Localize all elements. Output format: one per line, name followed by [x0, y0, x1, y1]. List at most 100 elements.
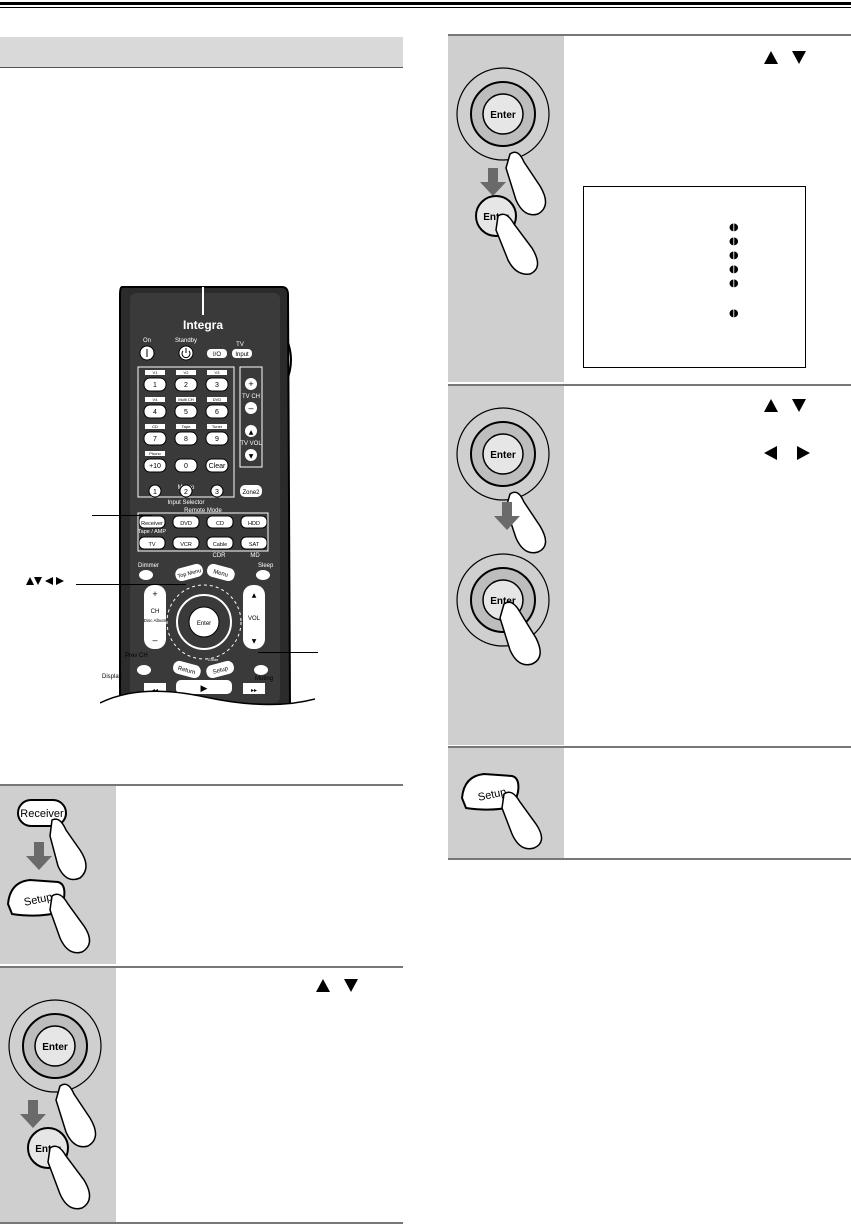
source-tag	[207, 397, 227, 402]
tv-ch-up-button[interactable]	[245, 378, 257, 390]
source-tag-label: V2	[184, 370, 190, 375]
macro-button-label: 2	[184, 489, 188, 496]
tv-io-button[interactable]	[207, 349, 227, 358]
hand-icon	[49, 893, 91, 954]
svg-text:▼: ▼	[249, 453, 254, 460]
svg-text:+: +	[152, 589, 157, 599]
play-button[interactable]	[176, 680, 232, 694]
keypad-button[interactable]	[205, 458, 229, 473]
input-selector-label: Input Selector	[167, 500, 204, 506]
macro-button[interactable]	[179, 484, 193, 498]
next-track-button[interactable]	[243, 683, 265, 694]
remote-mode-button-label: HDD	[248, 521, 260, 527]
tv-input-button[interactable]	[232, 349, 252, 358]
svg-text:▼: ▼	[252, 638, 257, 645]
remote-mode-button[interactable]	[206, 536, 234, 550]
svg-text:Setup: Setup	[23, 891, 54, 909]
keypad-button[interactable]	[205, 377, 229, 392]
dimmer-button[interactable]	[139, 570, 153, 580]
down-arrow-icon	[791, 51, 806, 64]
zone2-button[interactable]	[240, 485, 262, 497]
svg-text:Zone2: Zone2	[242, 490, 260, 496]
remote-mode-button[interactable]	[240, 536, 268, 550]
vol-rocker[interactable]	[243, 585, 265, 649]
up-arrow-icon	[764, 399, 778, 412]
keypad-button[interactable]	[174, 431, 198, 446]
keypad-button[interactable]	[143, 431, 167, 446]
keypad-button[interactable]	[174, 458, 198, 473]
remote-mode-button[interactable]	[240, 515, 268, 529]
page-top-rule	[0, 2, 851, 5]
macro-button-label: 3	[215, 489, 219, 496]
source-tag	[145, 424, 165, 429]
source-tag-label: V1	[153, 370, 159, 375]
keypad-button[interactable]	[174, 377, 198, 392]
display-label: Display	[102, 674, 122, 680]
source-tag-label: Tape	[182, 424, 191, 429]
remote-mode-button-label: Cable	[213, 542, 227, 548]
down-arrow-icon	[34, 577, 42, 585]
hand-icon	[501, 791, 543, 850]
svg-text:Enter: Enter	[490, 596, 516, 607]
source-tag	[176, 397, 196, 402]
remote-mode-button[interactable]	[138, 536, 166, 550]
tape-amp-label: Tape / AMP	[138, 529, 166, 535]
svg-text:Disc Album: Disc Album	[144, 618, 167, 623]
remote-mode-button[interactable]	[172, 536, 200, 550]
enter-button-illustration	[482, 93, 524, 135]
svg-text:–: –	[152, 635, 157, 645]
keypad-button[interactable]	[205, 404, 229, 419]
macro-button[interactable]	[148, 484, 162, 498]
tv-vol-down-button[interactable]	[245, 449, 257, 461]
svg-text:Enter: Enter	[197, 621, 211, 627]
svg-text:Menu: Menu	[212, 569, 228, 579]
top-menu-button[interactable]	[174, 563, 204, 583]
remote-mode-button-label: DVD	[180, 521, 192, 527]
muting-button[interactable]	[254, 665, 268, 675]
speaker-icon: ◖◗	[729, 264, 738, 275]
keypad-button[interactable]	[143, 404, 167, 419]
prev-ch-button[interactable]	[137, 665, 151, 675]
source-tag	[145, 370, 165, 375]
up-arrow-icon	[764, 51, 778, 64]
keypad-button[interactable]	[205, 431, 229, 446]
ch-rocker[interactable]	[144, 585, 166, 649]
up-down-arrow-glyphs	[764, 398, 806, 416]
setup-button[interactable]	[205, 660, 235, 680]
keypad-button-label: 3	[215, 382, 219, 389]
step-select-enter-right-1	[448, 34, 851, 384]
left-right-arrow-glyphs	[764, 446, 810, 464]
source-tag-label: Multi CH	[178, 397, 193, 402]
menu-button[interactable]	[206, 563, 236, 583]
return-button[interactable]	[172, 660, 202, 680]
remote-mode-button[interactable]	[172, 515, 200, 529]
prev-track-button[interactable]	[144, 683, 166, 694]
enter-button-illustration	[482, 433, 524, 475]
tv-ch-label: TV CH	[242, 394, 260, 400]
remote-mode-button[interactable]	[206, 515, 234, 529]
hand-icon	[505, 151, 547, 216]
step-receiver-setup	[0, 784, 403, 966]
sleep-button[interactable]	[256, 570, 270, 580]
keypad-button[interactable]	[174, 404, 198, 419]
dpad-outer-ring	[8, 999, 102, 1093]
keypad-button[interactable]	[143, 458, 167, 473]
source-tag-label: V4	[153, 397, 159, 402]
enter-button[interactable]	[188, 606, 220, 638]
step-select-adjust-enter-image: Enter Enter	[448, 386, 564, 745]
remote-mode-button[interactable]	[138, 515, 166, 529]
keypad-button-label: 1	[153, 382, 157, 389]
sleep-label: Sleep	[258, 563, 274, 569]
source-tag-label: V3	[215, 370, 221, 375]
keypad-button-label: +10	[149, 463, 161, 470]
macro-button[interactable]	[210, 484, 224, 498]
tv-ch-down-button[interactable]	[245, 402, 257, 414]
hand-icon	[49, 818, 87, 881]
keypad-button[interactable]	[143, 377, 167, 392]
step-press-setup-image: Setup	[448, 748, 564, 858]
source-tag	[176, 424, 196, 429]
tv-vol-up-button[interactable]	[245, 425, 257, 437]
remote-brand-logo: Integra	[183, 318, 223, 332]
svg-text:I/O: I/O	[213, 352, 221, 358]
step-select-adjust-enter	[448, 384, 851, 747]
